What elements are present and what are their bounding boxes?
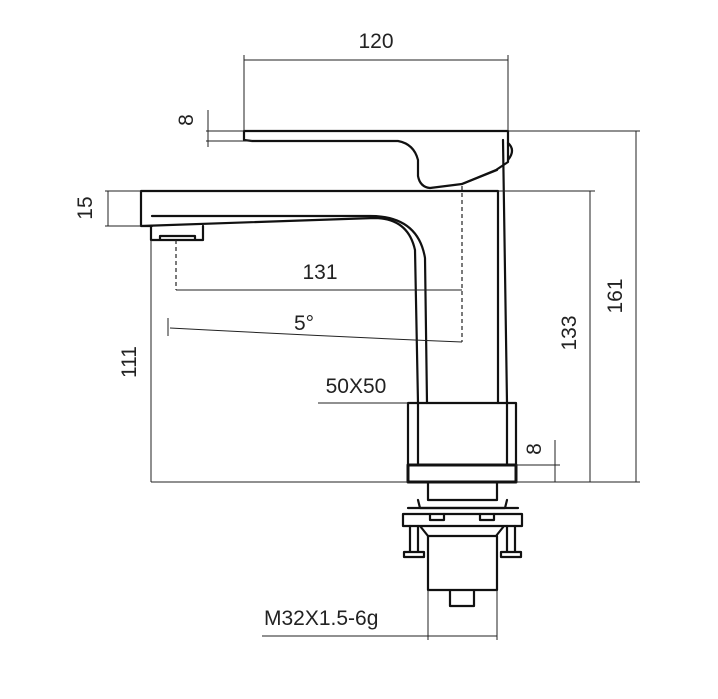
cartridge-line (460, 168, 499, 186)
bracket-tabs (428, 512, 496, 522)
aerator (149, 224, 205, 242)
dim-spout-reach: 131 (176, 261, 462, 291)
dim-total-height: 161 (508, 130, 640, 482)
spout-inner-line (150, 214, 429, 405)
right-bolt (499, 524, 523, 559)
dim-label-base-thickness: 8 (523, 443, 546, 455)
body-right-edge (501, 138, 509, 405)
base-block (406, 401, 518, 467)
dim-label-spout-height: 111 (118, 346, 141, 378)
dim-handle-angle: 5° (167, 312, 463, 343)
handle-lever (242, 129, 510, 190)
threaded-connector (426, 534, 499, 608)
dim-handle-length: 120 (243, 30, 509, 131)
dim-label-body-height: 133 (558, 315, 581, 350)
faucet-outline (139, 129, 524, 608)
mounting-shank (416, 480, 509, 510)
dim-label-base-size: 50X50 (326, 375, 387, 398)
dim-body-height: 133 (498, 190, 640, 483)
hidden-lines (175, 186, 463, 342)
dim-label-total-height: 161 (604, 278, 627, 313)
spout (139, 189, 500, 405)
handle-knob (506, 141, 514, 162)
dim-spout-thickness: 15 (74, 190, 141, 227)
dim-base-thickness: 8 (516, 440, 560, 482)
fixing-bracket (401, 506, 524, 538)
dim-label-handle-thickness: 8 (175, 114, 198, 126)
left-bolt (402, 524, 426, 559)
dim-thread: M32X1.5-6g (262, 590, 498, 640)
dim-label-spout-reach: 131 (302, 261, 337, 284)
dim-label-thread: M32X1.5-6g (264, 607, 378, 630)
dim-handle-thickness: 8 (175, 110, 252, 147)
dim-base-size: 50X50 (318, 375, 408, 404)
dim-label-handle-angle: 5° (294, 312, 314, 335)
dim-spout-height: 111 (118, 240, 408, 483)
dim-label-spout-thickness: 15 (74, 196, 97, 219)
base-plate (406, 463, 518, 484)
dim-label-handle-length: 120 (358, 30, 393, 53)
